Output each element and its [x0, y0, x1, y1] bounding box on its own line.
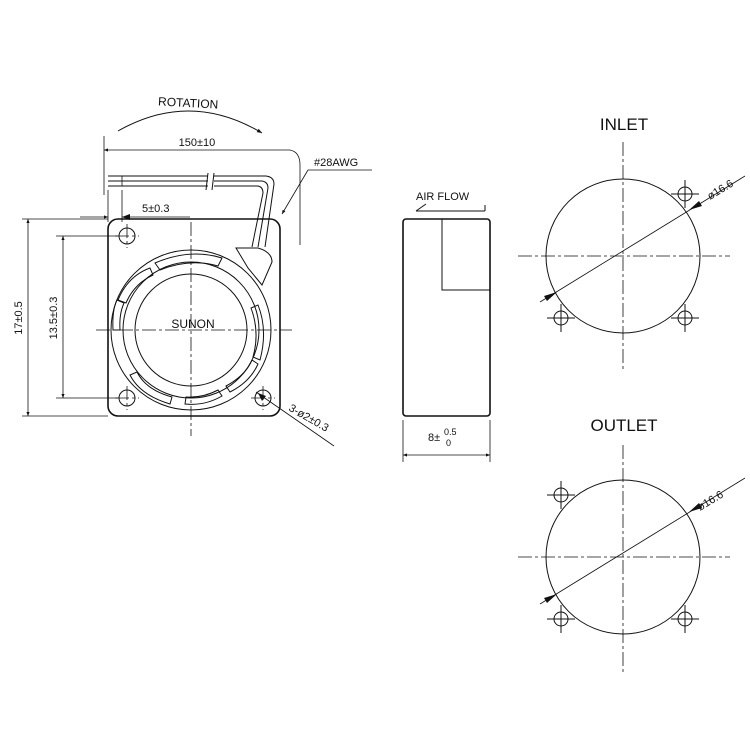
hole-pitch-label: 13.5±0.3	[48, 297, 60, 340]
inlet-mount-holes	[547, 180, 699, 332]
height-dimension: 17±0.5	[13, 218, 108, 417]
thickness-dimension: 8± 0.5 0	[402, 420, 491, 462]
hole-pitch-dimension: 13.5±0.3	[48, 235, 118, 399]
wire-gauge-callout: #28AWG	[281, 157, 372, 215]
strip-length-dimension: 5±0.3	[80, 190, 190, 222]
mount-holes-label: 3-ø2±0.3	[287, 402, 331, 434]
outlet-view: OUTLET ø16.6	[518, 416, 746, 672]
rotation-arrow: ROTATION	[117, 94, 263, 134]
outlet-mount-holes	[547, 481, 699, 633]
outlet-diameter-label: ø16.6	[695, 489, 725, 514]
thickness-lower-tolerance: 0	[446, 438, 451, 448]
air-flow-label: AIR FLOW	[416, 191, 470, 203]
thickness-upper-tolerance: 0.5	[444, 427, 457, 437]
fan-side-body	[402, 218, 491, 417]
inlet-diameter-dimension: ø16.6	[539, 175, 746, 303]
side-view: AIR FLOW 8± 0.5 0	[402, 191, 491, 462]
air-flow-indicator: AIR FLOW	[415, 191, 486, 212]
mount-holes-callout: 3-ø2±0.3	[255, 391, 335, 447]
outlet-title: OUTLET	[590, 416, 657, 435]
cable-length-label: 150±10	[179, 137, 216, 149]
front-view: ROTATION 150±10 #28AWG	[13, 94, 372, 447]
height-label: 17±0.5	[13, 301, 25, 335]
front-centerlines	[96, 222, 292, 436]
fan-frame: SUNON	[107, 218, 281, 417]
inlet-diameter-label: ø16.6	[705, 178, 735, 203]
outlet-diameter-dimension: ø16.6	[539, 477, 746, 605]
thickness-base-label: 8±	[428, 432, 440, 444]
rotation-label: ROTATION	[158, 94, 219, 111]
inlet-title: INLET	[600, 115, 648, 134]
cable-wires	[108, 172, 275, 248]
brand-logo-text: SUNON	[171, 317, 214, 331]
inlet-view: INLET ø16.6	[518, 115, 746, 372]
strip-length-label: 5±0.3	[142, 203, 169, 215]
wire-notch	[441, 219, 490, 291]
cable-length-dimension: 150±10	[103, 136, 301, 245]
wire-gauge-label: #28AWG	[314, 157, 358, 169]
